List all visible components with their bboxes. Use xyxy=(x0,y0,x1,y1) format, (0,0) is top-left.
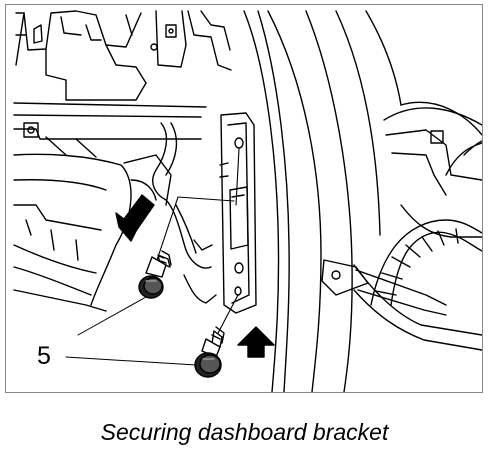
dashboard-bracket xyxy=(219,112,257,314)
dashboard-structure xyxy=(13,10,232,158)
figure-frame: 5 xyxy=(5,4,483,393)
air-duct-housing xyxy=(13,153,172,312)
bolt-lower xyxy=(194,326,225,378)
bolt-alignment-lines xyxy=(155,148,240,338)
dashboard-bracket-illustration xyxy=(13,10,482,392)
callout-leader-lines xyxy=(65,296,197,366)
callout-number-5: 5 xyxy=(37,342,51,370)
door-check-strap xyxy=(321,259,447,316)
bolt-upper xyxy=(138,250,172,299)
lower-direction-arrow xyxy=(237,326,275,358)
door-wiring-harness xyxy=(370,140,482,306)
upper-direction-arrow xyxy=(115,194,155,242)
wiring-harness xyxy=(152,122,217,304)
figure-caption: Securing dashboard bracket xyxy=(100,419,389,445)
door-pillar xyxy=(243,10,402,392)
